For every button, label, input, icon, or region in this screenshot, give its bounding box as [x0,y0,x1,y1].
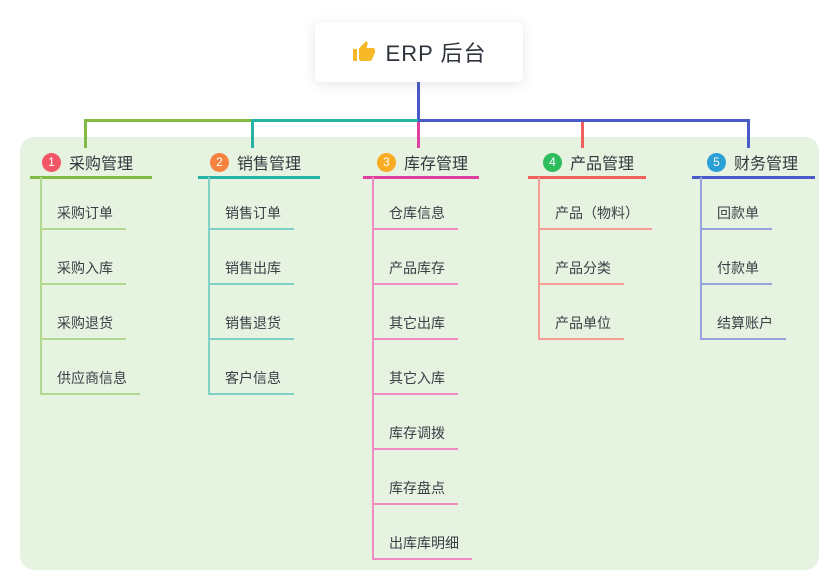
branch-line-purchase [40,177,42,395]
connector-root-stem [417,82,420,120]
branch-header-purchase[interactable]: 1 采购管理 [42,151,133,173]
node-outbound-detail[interactable]: 出库库明细 [372,533,472,560]
node-payment-bill[interactable]: 付款单 [700,258,772,285]
node-purchase-return[interactable]: 采购退货 [40,313,126,340]
branch-title-product: 产品管理 [570,156,635,173]
branch-header-finance[interactable]: 5 财务管理 [707,151,798,173]
node-product-stock[interactable]: 产品库存 [372,258,458,285]
connector-segment-blue [418,119,750,122]
branch-badge-1: 1 [42,152,61,172]
branch-badge-3: 3 [377,152,396,172]
branch-line-product [538,177,540,340]
node-stock-taking[interactable]: 库存盘点 [372,478,458,505]
root-node-erp[interactable]: ERP 后台 [315,22,523,82]
node-settlement-account[interactable]: 结算账户 [700,313,786,340]
branches-background-panel [20,137,819,570]
connector-drop-finance [747,119,750,148]
branch-underline-inventory [363,176,479,179]
node-other-inbound[interactable]: 其它入库 [372,368,458,395]
branch-underline-sales [198,176,320,179]
node-warehouse-info[interactable]: 仓库信息 [372,203,458,230]
branch-title-inventory: 库存管理 [404,156,469,173]
node-receipt-bill[interactable]: 回款单 [700,203,772,230]
node-product-category[interactable]: 产品分类 [538,258,624,285]
branch-header-inventory[interactable]: 3 库存管理 [377,151,468,173]
branch-title-finance: 财务管理 [734,156,799,173]
branch-badge-2: 2 [210,152,229,172]
branch-header-product[interactable]: 4 产品管理 [543,151,634,173]
connector-segment-green [84,119,253,122]
connector-drop-purchase [84,119,87,148]
node-supplier-info[interactable]: 供应商信息 [40,368,140,395]
branch-title-purchase: 采购管理 [69,156,134,173]
node-product-unit[interactable]: 产品单位 [538,313,624,340]
branch-title-sales: 销售管理 [237,156,302,173]
branch-header-sales[interactable]: 2 销售管理 [210,151,301,173]
node-product-material[interactable]: 产品（物料） [538,203,652,230]
node-sales-order[interactable]: 销售订单 [208,203,294,230]
branch-underline-purchase [30,176,152,179]
node-purchase-order[interactable]: 采购订单 [40,203,126,230]
connector-drop-inventory [417,122,420,148]
branch-line-inventory [372,177,374,560]
branch-underline-product [528,176,646,179]
node-other-outbound[interactable]: 其它出库 [372,313,458,340]
branch-line-sales [208,177,210,395]
branch-underline-finance [692,176,815,179]
node-customer-info[interactable]: 客户信息 [208,368,294,395]
node-stock-transfer[interactable]: 库存调拨 [372,423,458,450]
connector-segment-teal [253,119,418,122]
node-purchase-inbound[interactable]: 采购入库 [40,258,126,285]
connector-drop-product [581,122,584,148]
branch-line-finance [700,177,702,340]
node-sales-outbound[interactable]: 销售出库 [208,258,294,285]
thumbs-up-icon [352,40,376,64]
branch-badge-5: 5 [707,152,726,172]
root-node-title: ERP 后台 [385,41,487,66]
branch-badge-4: 4 [543,152,562,172]
connector-drop-sales [251,119,254,148]
node-sales-return[interactable]: 销售退货 [208,313,294,340]
